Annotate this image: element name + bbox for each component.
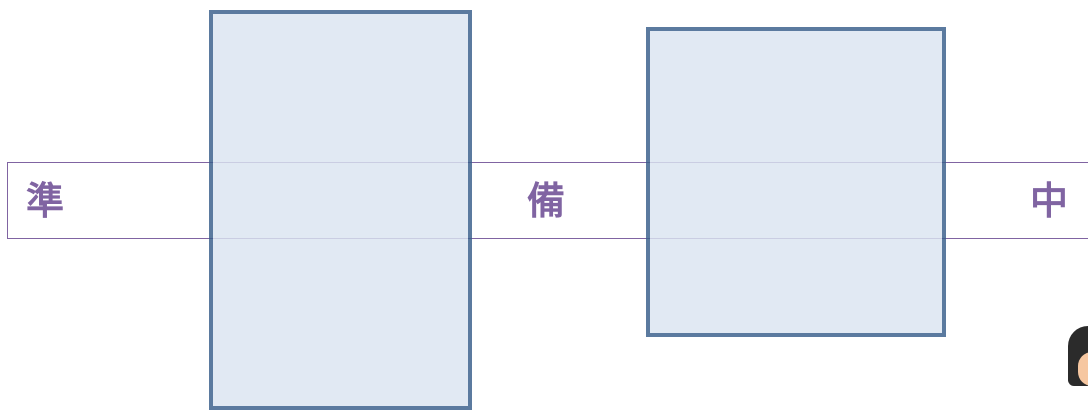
placeholder-panel-left xyxy=(209,10,472,410)
placeholder-panel-right xyxy=(646,27,946,337)
person-illustration-icon xyxy=(1068,326,1088,401)
banner-char-prep: 準 xyxy=(26,177,64,225)
banner-char-ready: 備 xyxy=(527,177,565,225)
banner-char-middle: 中 xyxy=(1030,177,1068,225)
